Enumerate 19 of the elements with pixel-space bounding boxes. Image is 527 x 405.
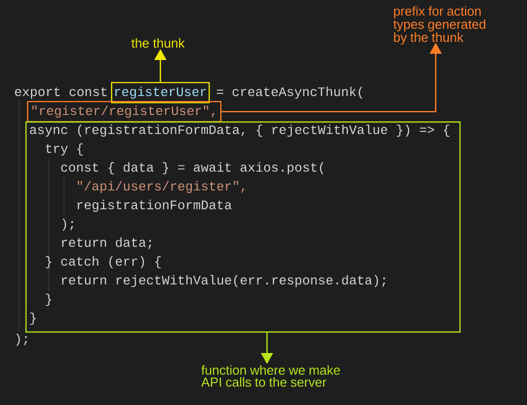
code-text: ); [16,334,27,346]
annotation-text: prefix for action types generated by the thunk [393,6,486,45]
code-line: const { data } = await axios.post( [61,162,324,174]
annotation-text: the thunk [131,38,185,48]
code-line: return rejectWithValue(err.response.data); [62,274,386,288]
code-line: } [46,294,52,306]
highlight-box: "register/registerUser", [27,100,222,122]
code-text: = createAsyncThunk( [216,86,362,99]
code-line: try { [46,143,83,156]
code-line: ); [62,218,74,231]
code-line: "/api/users/register", [78,180,244,194]
code-text: export const [15,87,106,99]
highlight-box: registerUser [111,82,210,104]
code-line: registrationFormData [78,200,232,212]
code-line: async (registrationFormData, { rejectWithValue }) => { [30,124,450,137]
annotation-text: function where we make API calls to the server [201,365,340,387]
code-line: return data; [62,237,152,250]
code-line: } [30,312,36,325]
code-line: } catch (err) { [46,256,161,268]
